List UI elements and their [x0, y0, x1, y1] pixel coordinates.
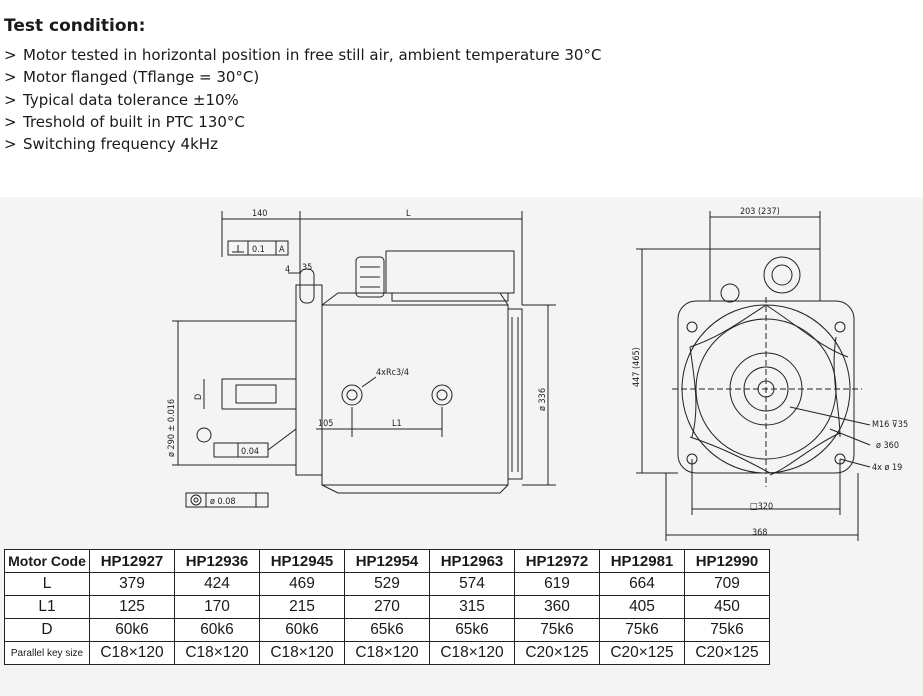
dim-290: ø 290 ± 0.016 [167, 399, 177, 457]
dim-D: D [194, 394, 204, 400]
table-cell: 469 [259, 572, 345, 596]
table-cell: 65k6 [344, 618, 430, 642]
table-cell: 450 [684, 595, 770, 619]
dim-203: 203 (237) [740, 207, 780, 217]
dim-447: 447 (465) [632, 347, 642, 387]
test-condition-list: >Motor tested in horizontal position in … [4, 44, 601, 155]
table-cell: 360 [514, 595, 600, 619]
table-cell: 65k6 [429, 618, 515, 642]
table-cell: C20×125 [599, 641, 685, 665]
condition-item: >Typical data tolerance ±10% [4, 89, 601, 111]
runout-value: 0.04 [241, 447, 259, 457]
table-cell: 405 [599, 595, 685, 619]
table-cell: 170 [174, 595, 260, 619]
row-label: Parallel key size [4, 641, 90, 665]
thread-label: 4xRc3/4 [376, 368, 409, 378]
dim-368: 368 [752, 528, 767, 538]
header-label: Motor Code [4, 549, 90, 573]
condition-item: >Switching frequency 4kHz [4, 133, 601, 155]
table-cell: 60k6 [89, 618, 175, 642]
test-condition-title: Test condition: [4, 16, 146, 36]
table-cell: 709 [684, 572, 770, 596]
m16-label: M16 ⊽35 [872, 420, 908, 430]
table-cell: 75k6 [514, 618, 600, 642]
table-row: L1 125 170 215 270 315 360 405 450 [4, 595, 770, 619]
table-cell: C18×120 [174, 641, 260, 665]
condition-item: >Motor flanged (Tflange = 30°C) [4, 66, 601, 88]
arrow-icon: > [4, 135, 17, 154]
model-cell: HP12945 [259, 549, 345, 573]
condition-item: >Treshold of built in PTC 130°C [4, 111, 601, 133]
model-cell: HP12972 [514, 549, 600, 573]
table-header-row: Motor Code HP12927 HP12936 HP12945 HP129… [4, 549, 770, 573]
arrow-icon: > [4, 112, 17, 131]
table-cell: 60k6 [174, 618, 260, 642]
model-cell: HP12981 [599, 549, 685, 573]
flatness-value: 0.1 [252, 245, 265, 255]
concentricity-value: ø 0.08 [210, 497, 236, 507]
model-cell: HP12963 [429, 549, 515, 573]
table-cell: C20×125 [684, 641, 770, 665]
table-cell: C18×120 [259, 641, 345, 665]
table-cell: C20×125 [514, 641, 600, 665]
dim-L: L [406, 209, 411, 219]
motor-spec-table: Motor Code HP12927 HP12936 HP12945 HP129… [4, 549, 770, 665]
arrow-icon: > [4, 68, 17, 87]
table-cell: 215 [259, 595, 345, 619]
datum-a: A [279, 245, 285, 255]
drawing-labels: 140 L 0.1 A 4 35 ø 290 ± 0.016 D 0.04 ø … [167, 207, 908, 538]
table-row: Parallel key size C18×120 C18×120 C18×12… [4, 641, 770, 665]
row-label: L [4, 572, 90, 596]
table-cell: 619 [514, 572, 600, 596]
condition-item: >Motor tested in horizontal position in … [4, 44, 601, 66]
table-cell: 60k6 [259, 618, 345, 642]
d360-label: ø 360 [876, 441, 899, 451]
holes-label: 4x ø 19 [872, 463, 902, 473]
front-view [636, 211, 871, 541]
model-cell: HP12954 [344, 549, 430, 573]
table-cell: 270 [344, 595, 430, 619]
row-label: D [4, 618, 90, 642]
arrow-icon: > [4, 90, 17, 109]
dim-35: 35 [302, 263, 312, 273]
table-cell: C18×120 [89, 641, 175, 665]
row-label: L1 [4, 595, 90, 619]
model-cell: HP12927 [89, 549, 175, 573]
table-row: L 379 424 469 529 574 619 664 709 [4, 572, 770, 596]
dim-105: 105 [318, 419, 333, 429]
table-cell: 529 [344, 572, 430, 596]
table-cell: 424 [174, 572, 260, 596]
table-row: D 60k6 60k6 60k6 65k6 65k6 75k6 75k6 75k… [4, 618, 770, 642]
dim-140: 140 [252, 209, 267, 219]
sq320-label: □320 [750, 502, 773, 512]
table-cell: C18×120 [429, 641, 515, 665]
table-cell: 75k6 [599, 618, 685, 642]
table-cell: 664 [599, 572, 685, 596]
test-condition-section: Test condition: >Motor tested in horizon… [0, 0, 923, 196]
dim-336: ø 336 [538, 388, 548, 411]
table-cell: 379 [89, 572, 175, 596]
side-view [172, 211, 556, 508]
table-cell: 75k6 [684, 618, 770, 642]
model-cell: HP12990 [684, 549, 770, 573]
table-cell: 315 [429, 595, 515, 619]
model-cell: HP12936 [174, 549, 260, 573]
dim-L1: L1 [392, 419, 402, 429]
table-cell: 125 [89, 595, 175, 619]
table-cell: C18×120 [344, 641, 430, 665]
technical-drawing: 140 L 0.1 A 4 35 ø 290 ± 0.016 D 0.04 ø … [167, 207, 908, 541]
dim-4: 4 [285, 265, 290, 275]
table-cell: 574 [429, 572, 515, 596]
arrow-icon: > [4, 46, 17, 64]
